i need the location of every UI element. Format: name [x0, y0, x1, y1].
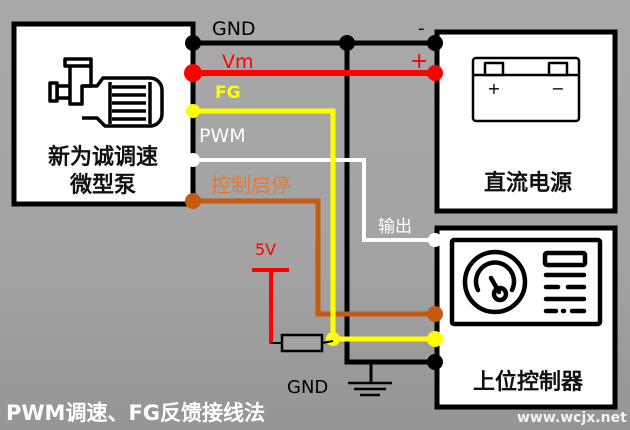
- controller-fg-terminal[interactable]: [427, 331, 443, 347]
- controller-gnd-terminal[interactable]: [427, 354, 443, 370]
- pullup-5v-label: 5V: [255, 240, 276, 259]
- pump-title-line1: 新为诚调速: [48, 144, 158, 170]
- power-supply-title: 直流电源: [484, 170, 572, 196]
- battery-icon: [471, 56, 581, 123]
- resistor-lead-right: [321, 340, 334, 344]
- start-stop-label: 控制启停: [211, 173, 291, 197]
- pump-gnd-terminal[interactable]: [185, 35, 201, 51]
- fg-label: FG: [215, 83, 241, 103]
- battery-minus-sign: −: [551, 79, 564, 98]
- resistor-icon: [280, 333, 324, 353]
- battery-plus-sign: +: [487, 79, 500, 98]
- pump-pwm-terminal[interactable]: [186, 153, 200, 167]
- gnd-label-bottom: GND: [287, 377, 328, 398]
- controller-output-terminal[interactable]: [428, 233, 442, 247]
- output-label: 输出: [378, 217, 412, 237]
- start-stop-wire: [193, 198, 434, 317]
- gnd-junction-dot: [339, 35, 355, 51]
- supply-plus-terminal[interactable]: [427, 65, 443, 81]
- pwm-wire: [193, 158, 434, 242]
- pullup-5v-symbol: [252, 268, 289, 344]
- controller-start-stop-terminal[interactable]: [427, 306, 443, 322]
- fg-wire: [193, 108, 434, 342]
- ground-symbol-icon: [348, 362, 392, 397]
- pump-fg-terminal[interactable]: [186, 104, 200, 118]
- pwm-label: PWM: [199, 125, 246, 147]
- gauge-panel-icon: [449, 237, 603, 327]
- fg-junction-dot: [326, 332, 340, 346]
- gnd-wire-trunk: [344, 43, 434, 365]
- supply-minus-label: -: [418, 18, 425, 39]
- supply-plus-label: +: [410, 49, 428, 74]
- pump-start-stop-terminal[interactable]: [185, 193, 201, 209]
- watermark: www.wcjx.net: [517, 410, 627, 426]
- pump-title-line2: 微型泵: [69, 172, 136, 198]
- controller-title: 上位控制器: [473, 369, 584, 395]
- diagram-caption: PWM调速、FG反馈接线法: [6, 401, 265, 425]
- pump-motor-icon: [48, 57, 164, 128]
- gnd-label-top: GND: [212, 18, 256, 40]
- pump-vm-terminal[interactable]: [184, 64, 202, 82]
- vm-label: Vm: [222, 51, 254, 73]
- supply-minus-terminal[interactable]: [427, 35, 443, 51]
